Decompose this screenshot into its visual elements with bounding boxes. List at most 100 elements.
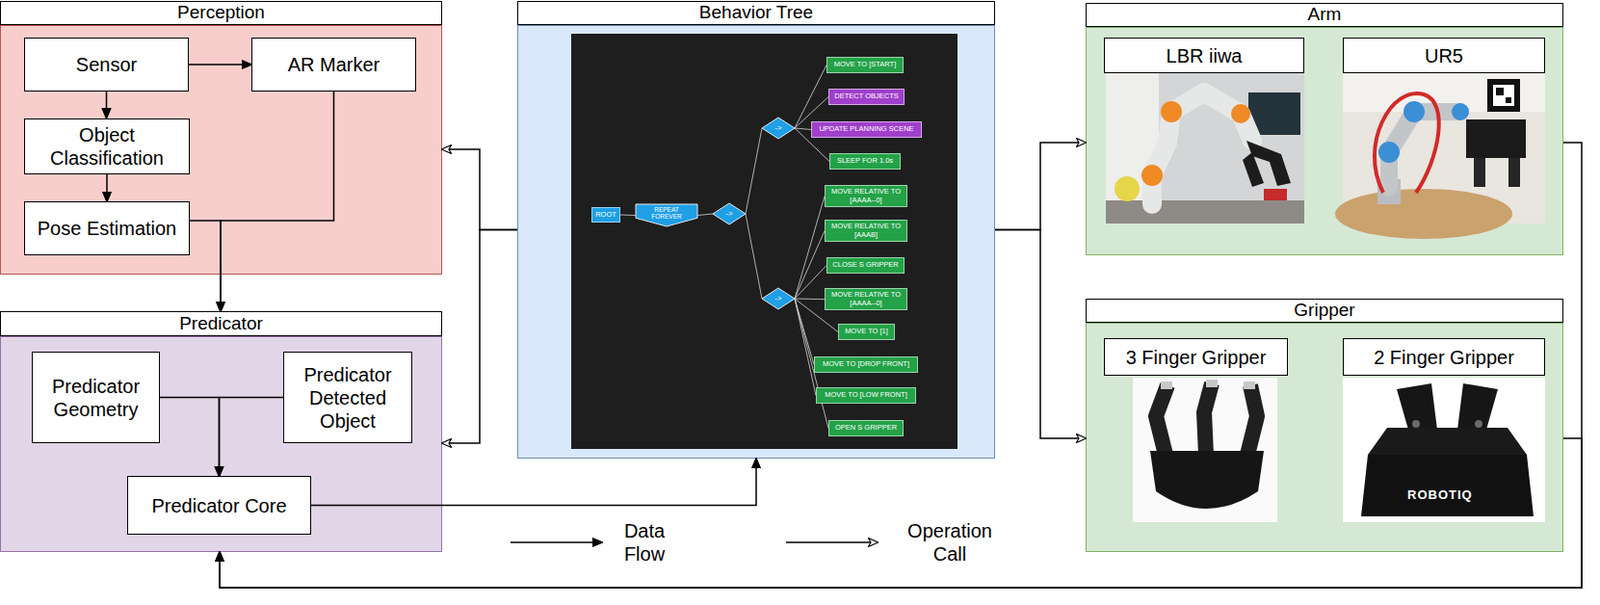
- action-node: MOVE TO [DROP FRONT]: [813, 356, 919, 373]
- two-finger-gripper-photo: [1342, 377, 1546, 523]
- action-node: MOVE RELATIVE TO [AAAB]: [824, 219, 908, 242]
- connector-arrow: [219, 142, 1582, 588]
- three-finger-gripper-photo: [1132, 377, 1278, 523]
- node-text: MOVE RELATIVE TO [AAAA--0]: [828, 187, 904, 205]
- module-panel: PredicatorPredicator GeometryPredicator …: [0, 311, 443, 552]
- node-text: 3 Finger Gripper: [1126, 345, 1267, 369]
- module-panel: Gripper 3 Finger Gripper 2 Finger Gripper: [1085, 298, 1564, 552]
- node-text: Pose Estimation: [37, 216, 178, 240]
- node-text: OPEN S GRIPPER: [835, 423, 897, 433]
- panel-header: Arm: [1085, 2, 1564, 27]
- tree-link: [794, 97, 829, 130]
- connector-arrow: [105, 91, 108, 119]
- gripper-tip: [1160, 381, 1173, 390]
- process-box: Object Classification: [24, 118, 190, 175]
- gripper-tip: [1206, 379, 1218, 388]
- tree-link: [794, 231, 825, 299]
- node-text: UPDATE PLANNING SCENE: [818, 125, 914, 134]
- connector-arrow: [995, 142, 1086, 231]
- node-text: Predicator Geometry: [38, 374, 154, 421]
- lbr-iiwa-photo: [1105, 73, 1305, 224]
- photo-wall: [1342, 73, 1546, 112]
- action-node: MOVE TO [1]: [838, 323, 895, 341]
- legend-text: Operation Call: [897, 519, 1002, 566]
- tree-link: [620, 214, 636, 217]
- node-text: Predicator Core: [151, 494, 287, 518]
- node-text: 2 Finger Gripper: [1373, 345, 1515, 369]
- connector-arrow: [995, 230, 1086, 440]
- module-panel: ArmLBR iiwa UR5: [1085, 2, 1564, 256]
- gripper-finger: [1155, 385, 1168, 455]
- photo-object: [1114, 176, 1140, 202]
- robot-links: [1152, 92, 1253, 205]
- robot-gripper: [1508, 157, 1521, 187]
- process-box: Predicator Geometry: [31, 351, 160, 444]
- photo-background: [1342, 377, 1546, 523]
- node-text: ROOT: [595, 210, 617, 220]
- robot-gripper: [1466, 119, 1526, 158]
- panel-header: Predicator: [0, 311, 443, 337]
- tree-link: [794, 298, 814, 366]
- connector-arrow: [189, 220, 221, 312]
- robot-hose: [1374, 93, 1440, 193]
- tree-link: [794, 196, 825, 299]
- photo-object: [1263, 188, 1287, 201]
- robot-joint: [1378, 141, 1400, 163]
- robot-gripper: [1473, 157, 1486, 187]
- robot-joint: [1451, 103, 1469, 121]
- gripper-tip: [1243, 381, 1256, 390]
- perception-action-node: UPDATE PLANNING SCENE: [811, 121, 922, 138]
- ar-marker: [1505, 97, 1512, 104]
- node-text: Gripper: [1293, 300, 1355, 321]
- node-text: MOVE RELATIVE TO [AAAA--0]: [828, 290, 904, 308]
- sequence-diamond: ->: [712, 203, 746, 225]
- node-text: UR5: [1424, 44, 1464, 68]
- photo-background: [1105, 73, 1305, 224]
- photo-background: [1132, 377, 1278, 523]
- process-box: Pose Estimation: [24, 201, 190, 256]
- tree-link: [794, 298, 839, 333]
- panel-header: Gripper: [1085, 298, 1564, 323]
- node-text: Object Classification: [30, 123, 184, 170]
- ar-marker: [1495, 87, 1504, 96]
- action-node: CLOSE S GRIPPER: [826, 257, 905, 274]
- tree-link: [745, 213, 762, 299]
- tree-link: [794, 65, 827, 130]
- node-text: DETECT OBJECTS: [834, 92, 899, 102]
- connector-arrow: [442, 149, 518, 231]
- action-node: OPEN S GRIPPER: [828, 419, 904, 437]
- action-node: MOVE TO [START]: [826, 56, 904, 74]
- ur5-photo: [1335, 73, 1546, 239]
- robot-gripper: [1246, 140, 1291, 186]
- node-text: ->: [774, 124, 782, 133]
- node-text: MOVE TO [LOW FRONT]: [824, 391, 908, 400]
- node-shape: [761, 117, 795, 139]
- node-text: ->: [774, 294, 782, 304]
- sequence-diamond: ->: [761, 288, 795, 310]
- gripper-finger: [1204, 383, 1212, 455]
- device-label-box: LBR iiwa: [1103, 37, 1305, 74]
- module-panel: Behavior TreeROOT REPEAT FOREVER -> -> MOVE …: [517, 0, 996, 459]
- node-shape: [712, 203, 746, 225]
- action-node: MOVE RELATIVE TO [AAAA--0]: [824, 288, 908, 311]
- gripper-pin: [1474, 419, 1483, 428]
- legend-text: Data Flow: [614, 519, 675, 566]
- gripper-base: [1361, 454, 1534, 517]
- node-text: REPEAT FOREVER: [638, 206, 695, 220]
- tree-link: [794, 298, 829, 429]
- connector-arrow: [105, 174, 108, 203]
- decorator-node: REPEAT FOREVER: [635, 204, 698, 227]
- tree-link: [794, 128, 830, 162]
- node-text: CLOSE S GRIPPER: [832, 261, 898, 270]
- tree-link: [697, 213, 713, 216]
- logo-label: ROBOTIQ: [1407, 487, 1473, 502]
- gripper-finger: [1396, 383, 1438, 430]
- panel-header: Behavior Tree: [517, 0, 996, 26]
- tree-link: [745, 128, 762, 214]
- photo-table: [1335, 188, 1513, 239]
- node-shape: [761, 288, 795, 310]
- node-text: AR Marker: [288, 52, 381, 77]
- node-text: MOVE TO [DROP FRONT]: [822, 360, 910, 369]
